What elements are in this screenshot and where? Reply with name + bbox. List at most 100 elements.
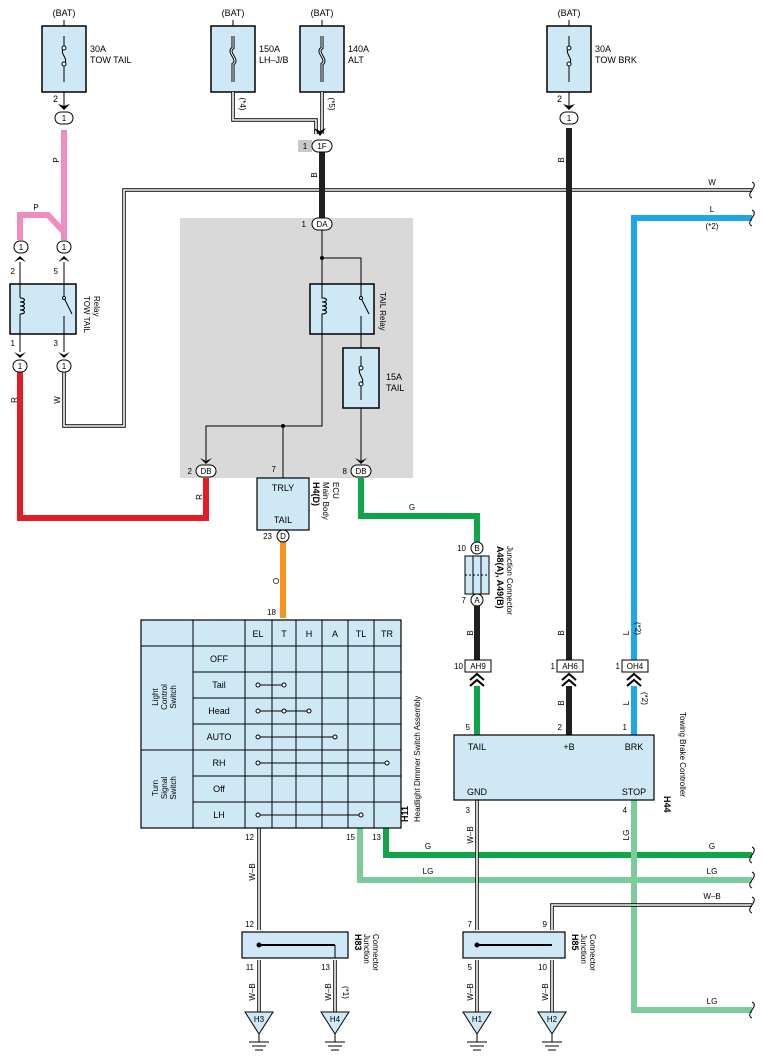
svg-text:G: G: [409, 503, 415, 512]
svg-text:H: H: [306, 629, 313, 639]
svg-text:H4: H4: [330, 1015, 341, 1024]
svg-text:(*2): (*2): [633, 622, 642, 635]
svg-text:Main Body: Main Body: [321, 482, 330, 520]
tail-relay: 1 DA TAIL Relay 15A TAIL: [200, 217, 404, 478]
svg-text:1: 1: [18, 362, 23, 371]
towing-brake-controller: TAIL +B BRK GND STOP H44 Towing Brake Co…: [453, 712, 687, 844]
svg-text:LG: LG: [423, 867, 434, 876]
svg-text:Junction Connector: Junction Connector: [505, 546, 514, 615]
svg-text:W–B: W–B: [248, 983, 257, 1000]
svg-text:(BAT): (BAT): [558, 8, 581, 18]
svg-text:10: 10: [454, 662, 463, 671]
svg-text:L: L: [622, 700, 631, 705]
wire-l: [631, 215, 752, 660]
svg-text:A: A: [332, 629, 338, 639]
svg-text:H1: H1: [472, 1015, 483, 1024]
svg-text:5: 5: [468, 963, 473, 972]
svg-text:LG: LG: [707, 997, 718, 1006]
svg-text:EL: EL: [252, 629, 263, 639]
svg-text:P: P: [33, 203, 38, 212]
svg-text:1: 1: [616, 662, 621, 671]
svg-text:H83: H83: [353, 934, 363, 951]
svg-text:7: 7: [272, 465, 277, 474]
wire-w-tow-tail: [62, 188, 752, 428]
svg-text:LH: LH: [213, 810, 225, 820]
junction-h83: 12 H83 Junction Connector 11 13 W–B W–B …: [241, 920, 380, 1001]
wire-r: [17, 372, 209, 521]
svg-text:H44: H44: [662, 796, 672, 813]
svg-text:5: 5: [54, 267, 59, 276]
svg-text:AH6: AH6: [562, 662, 578, 671]
svg-text:TAIL: TAIL: [386, 383, 404, 393]
svg-text:GND: GND: [467, 787, 488, 797]
svg-text:W–B: W–B: [541, 983, 550, 1000]
svg-text:W–B: W–B: [466, 826, 475, 843]
svg-text:L: L: [710, 205, 715, 214]
svg-text:Turn: Turn: [151, 780, 160, 796]
svg-text:LG: LG: [622, 830, 631, 841]
fuse-tow-brk: (BAT) 30A TOW BRK 2 1 B: [546, 8, 637, 163]
svg-text:AUTO: AUTO: [207, 732, 232, 742]
svg-text:2: 2: [558, 723, 563, 732]
svg-text:Switch: Switch: [169, 685, 178, 709]
svg-text:1: 1: [623, 723, 628, 732]
svg-text:W: W: [708, 178, 716, 187]
junction-a48: 10 B 7 A A48(A), A49(B) Junction Connect…: [457, 541, 514, 636]
db-connectors: 2 DB 8 DB 7 R G: [188, 464, 415, 512]
svg-text:Connector: Connector: [588, 934, 597, 971]
svg-text:H85: H85: [570, 934, 580, 951]
svg-text:(*2): (*2): [640, 692, 649, 705]
ground-h4: H4: [320, 1011, 350, 1051]
fuse-alt: (BAT) 140A ALT (*5) 1 1F B: [298, 8, 369, 178]
svg-text:Signal: Signal: [160, 777, 169, 799]
ground-h1: H1: [462, 1011, 492, 1051]
svg-text:W–B: W–B: [248, 863, 257, 880]
svg-text:1: 1: [19, 243, 24, 252]
wire-g-switch: [383, 828, 752, 858]
svg-text:B: B: [310, 172, 319, 177]
svg-text:1: 1: [62, 243, 67, 252]
svg-text:Off: Off: [213, 784, 225, 794]
svg-text:7: 7: [468, 920, 473, 929]
svg-text:B: B: [557, 700, 566, 705]
svg-text:9: 9: [543, 920, 548, 929]
svg-text:30A: 30A: [90, 44, 106, 54]
svg-text:13: 13: [321, 963, 330, 972]
svg-text:BRK: BRK: [625, 742, 644, 752]
svg-text:+B: +B: [563, 742, 574, 752]
svg-text:Towing Brake Controller: Towing Brake Controller: [678, 712, 687, 797]
svg-text:TOW BRK: TOW BRK: [595, 55, 637, 65]
connector-ah9: 10 AH9 5: [454, 659, 492, 732]
tow-tail-relay: 1 1 2 5 TOW TAIL Relay 1 3 1 1 R W: [9, 240, 101, 404]
svg-text:R: R: [195, 494, 204, 500]
svg-text:1F: 1F: [317, 142, 326, 151]
svg-text:G: G: [709, 842, 715, 851]
fuse-lhjb: (BAT) 150A LH–J/B (*4): [210, 8, 318, 134]
svg-text:1: 1: [11, 339, 16, 348]
svg-text:AH9: AH9: [470, 662, 486, 671]
svg-text:P: P: [52, 157, 61, 162]
svg-text:12: 12: [245, 920, 254, 929]
svg-text:30A: 30A: [595, 44, 611, 54]
svg-text:LG: LG: [707, 867, 718, 876]
svg-text:A: A: [474, 596, 480, 605]
svg-text:L: L: [622, 630, 631, 635]
svg-text:1: 1: [62, 114, 67, 123]
wire-g-db: [358, 478, 480, 542]
svg-text:150A: 150A: [259, 44, 280, 54]
svg-text:D: D: [280, 532, 286, 541]
ground-h3: H3: [244, 1011, 274, 1051]
svg-text:Junction: Junction: [579, 934, 588, 964]
svg-text:H11: H11: [400, 806, 410, 822]
svg-text:1: 1: [302, 220, 307, 229]
svg-text:B: B: [557, 630, 566, 635]
svg-text:Junction: Junction: [362, 934, 371, 964]
svg-text:(*2): (*2): [706, 222, 719, 231]
svg-text:LH–J/B: LH–J/B: [259, 55, 289, 65]
svg-text:W–B: W–B: [324, 983, 333, 1000]
svg-text:DB: DB: [200, 467, 211, 476]
svg-text:Headlight Dimmer Switch Assemb: Headlight Dimmer Switch Assembly: [413, 696, 422, 822]
svg-text:15: 15: [346, 833, 355, 842]
